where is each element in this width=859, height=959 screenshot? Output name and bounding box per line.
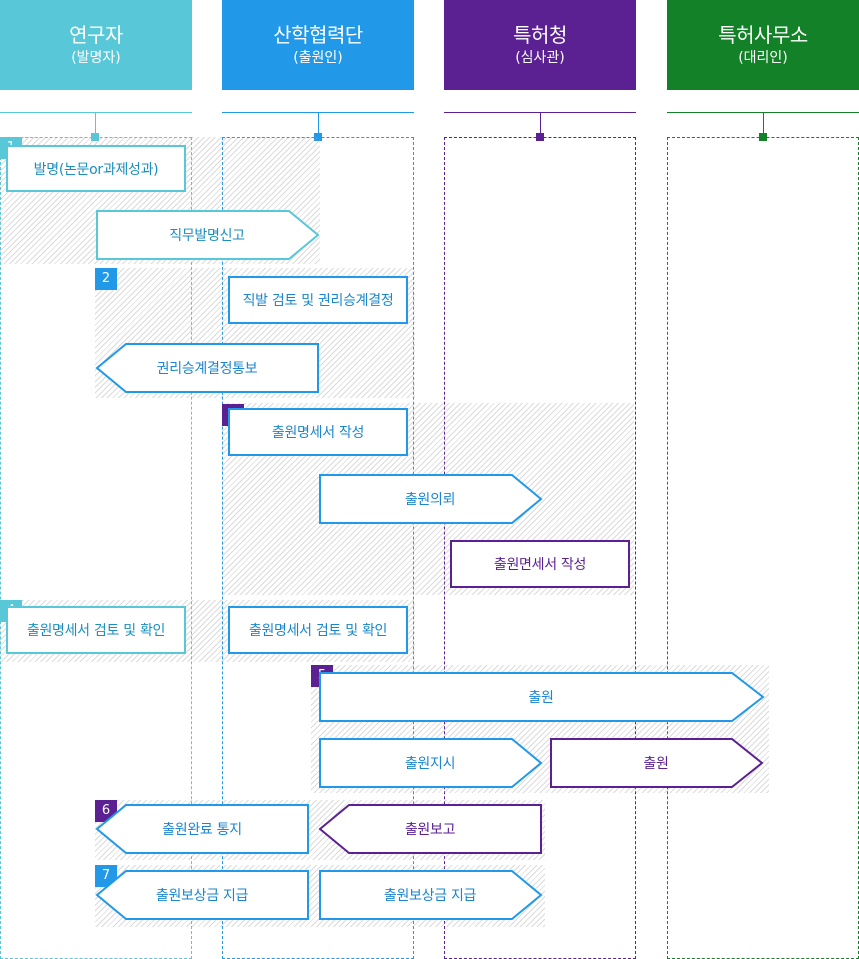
label-succession-notice: 권리승계결정통보 (156, 361, 258, 377)
column-subtitle: (심사관) (515, 50, 565, 66)
label-filing-agency: 출원 (643, 756, 669, 772)
arrow-reward-payment-foundation (319, 870, 543, 920)
connector-stub (95, 112, 96, 134)
label-filing-instruction: 출원지시 (404, 756, 456, 772)
column-title: 산학협력단 (273, 23, 363, 47)
label-job-invention-report: 직무발명신고 (169, 228, 245, 244)
lane-agency (667, 137, 859, 959)
arrow-reward-payment-inventor (95, 870, 309, 920)
node-spec-review-inventor: 출원명세서 검토 및 확인 (6, 606, 186, 654)
step-number-2: 2 (95, 268, 117, 290)
connector-stub (540, 112, 541, 134)
arrow-filing-complete-notice (95, 804, 309, 854)
arrow-job-invention-report (96, 210, 320, 260)
arrow-filing-instruction (319, 738, 543, 788)
column-header-inventor: 연구자 (발명자) (0, 0, 192, 90)
arrow-filing-agency (550, 738, 764, 788)
column-subtitle: (대리인) (738, 50, 788, 66)
node-spec-writing: 출원명세서 작성 (228, 408, 408, 456)
arrow-filing-report (318, 804, 542, 854)
lane-marker-kipo (536, 133, 544, 141)
connector-stub (763, 112, 764, 134)
label-filing-report: 출원보고 (404, 822, 456, 838)
node-spec-writing-agency: 출원면세서 작성 (450, 540, 630, 588)
label-filing-complete-notice: 출원완료 통지 (162, 822, 242, 838)
lane-marker-inventor (91, 133, 99, 141)
column-header-agency: 특허사무소 (대리인) (667, 0, 859, 90)
label-reward-payment-foundation: 출원보상금 지급 (383, 888, 477, 904)
column-title: 특허사무소 (718, 23, 808, 47)
column-subtitle: (발명자) (71, 50, 121, 66)
label-filing-request: 출원의뢰 (404, 492, 456, 508)
arrow-filing-main (319, 672, 765, 722)
label-reward-payment-inventor: 출원보상금 지급 (155, 888, 249, 904)
step-number-7: 7 (95, 865, 117, 887)
node-spec-review-foundation: 출원명세서 검토 및 확인 (228, 606, 408, 654)
column-title: 특허청 (513, 23, 567, 47)
arrow-filing-request (319, 474, 543, 524)
column-subtitle: (출원인) (293, 50, 343, 66)
arrow-succession-notice (95, 343, 319, 393)
lane-marker-foundation (314, 133, 322, 141)
label-filing-main: 출원 (528, 690, 554, 706)
column-header-kipo: 특허청 (심사관) (444, 0, 636, 90)
header-rule-inventor (0, 112, 192, 113)
lane-marker-agency (759, 133, 767, 141)
column-title: 연구자 (69, 23, 123, 47)
node-invention: 발명(논문or과제성과) (6, 145, 186, 192)
column-header-foundation: 산학협력단 (출원인) (222, 0, 414, 90)
node-review-and-succession: 직발 검토 및 권리승계결정 (228, 276, 408, 324)
connector-stub (318, 112, 319, 134)
